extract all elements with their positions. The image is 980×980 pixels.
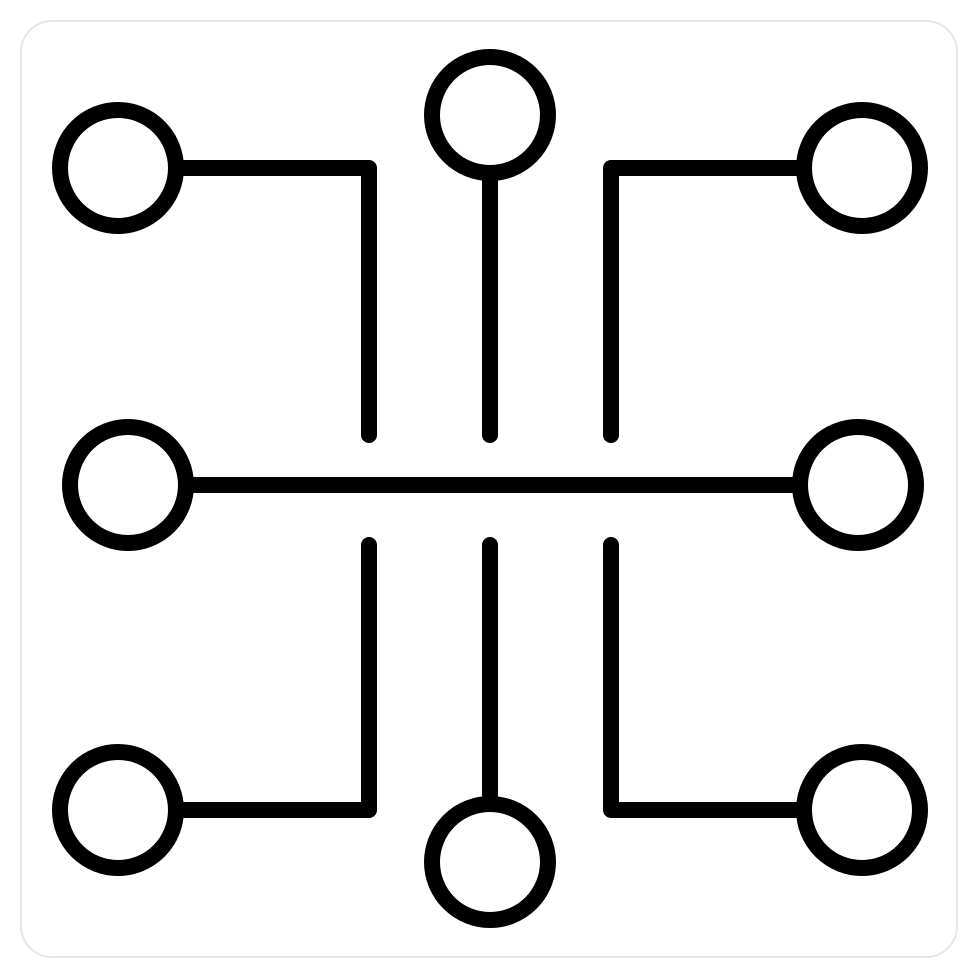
trace-bottom-left [168,537,377,818]
node-bottom-right [796,744,928,876]
node-middle-left [62,419,194,551]
node-top-left [52,102,184,234]
node-bottom-left [52,744,184,876]
node-top-center [424,49,556,181]
trace-bottom-right [603,537,812,818]
node-top-right [796,102,928,234]
node-middle-right [792,419,924,551]
node-bottom-center [424,796,556,928]
trace-top-right [603,160,812,443]
trace-top-left [168,160,377,443]
